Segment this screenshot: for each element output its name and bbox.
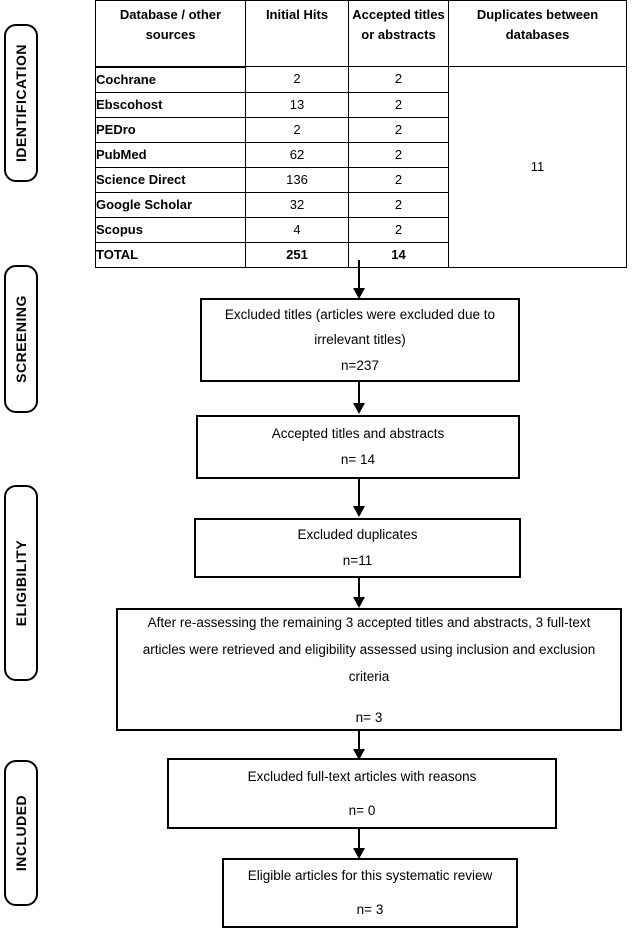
table-row: Cochrane 2 2 11 bbox=[95, 66, 627, 268]
column-header-initial-hits: Initial Hits bbox=[245, 0, 349, 67]
table-header-row: Database / other sources Initial Hits Ac… bbox=[95, 0, 627, 68]
stage-badge-eligibility: ELIGIBILITY bbox=[4, 485, 38, 681]
cell-source: PEDro bbox=[95, 116, 246, 143]
box-excluded-duplicates-text: Excluded duplicates bbox=[297, 527, 418, 543]
connector-accepted-to-excluded-duplicates bbox=[358, 479, 360, 508]
box-excluded-fulltext: Excluded full-text articles with reasons… bbox=[167, 758, 557, 829]
box-excluded-duplicates-count: n=11 bbox=[342, 553, 373, 568]
table-row: Ebscohost 13 2 bbox=[95, 91, 627, 118]
arrowhead-reassessment-to-excluded-fulltext bbox=[353, 749, 365, 760]
cell-accepted: 2 bbox=[348, 66, 449, 93]
box-accepted-titles-abstracts-text: Accepted titles and abstracts bbox=[271, 426, 445, 442]
source-database-table: Database / other sources Initial Hits Ac… bbox=[95, 0, 627, 268]
box-reassessment-text: After re-assessing the remaining 3 accep… bbox=[142, 614, 596, 684]
box-reassessment-count: n= 3 bbox=[355, 709, 383, 725]
cell-initial-hits: 32 bbox=[245, 191, 349, 218]
cell-source: Google Scholar bbox=[95, 191, 246, 218]
cell-duplicates-between-databases: 11 bbox=[448, 66, 627, 268]
stage-badge-screening: SCREENING bbox=[4, 265, 38, 413]
stage-badge-screening-label: SCREENING bbox=[13, 295, 29, 383]
stage-badge-included: INCLUDED bbox=[4, 760, 38, 906]
cell-initial-hits: 62 bbox=[245, 141, 349, 168]
cell-source: PubMed bbox=[95, 141, 246, 168]
connector-reassessment-to-excluded-fulltext bbox=[358, 731, 360, 752]
column-header-accepted: Accepted titles or abstracts bbox=[348, 0, 449, 67]
box-excluded-titles-count: n=237 bbox=[341, 357, 379, 373]
stage-badge-eligibility-label: ELIGIBILITY bbox=[13, 539, 29, 627]
cell-total-accepted: 14 bbox=[348, 241, 449, 268]
connector-table-to-excluded-titles bbox=[358, 260, 360, 292]
stage-badge-identification-label: IDENTIFICATION bbox=[13, 44, 29, 162]
stage-badge-identification: IDENTIFICATION bbox=[4, 24, 38, 182]
cell-accepted: 2 bbox=[348, 216, 449, 243]
box-excluded-titles: Excluded titles (articles were excluded … bbox=[200, 298, 520, 382]
box-eligible-articles-count: n= 3 bbox=[356, 902, 384, 917]
cell-accepted: 2 bbox=[348, 116, 449, 143]
box-excluded-duplicates: Excluded duplicates n=11 bbox=[194, 518, 521, 578]
cell-accepted: 2 bbox=[348, 141, 449, 168]
cell-accepted: 2 bbox=[348, 91, 449, 118]
arrowhead-excluded-titles-to-accepted bbox=[353, 403, 365, 414]
table-row: Google Scholar 32 2 bbox=[95, 191, 627, 218]
cell-initial-hits: 2 bbox=[245, 66, 349, 93]
box-eligible-articles: Eligible articles for this systematic re… bbox=[222, 858, 518, 928]
cell-source: Cochrane bbox=[95, 66, 246, 93]
arrowhead-table-to-excluded-titles bbox=[353, 288, 365, 299]
cell-initial-hits: 2 bbox=[245, 116, 349, 143]
box-accepted-titles-abstracts-count: n= 14 bbox=[340, 452, 376, 467]
box-excluded-titles-text: Excluded titles (articles were excluded … bbox=[224, 306, 496, 348]
cell-accepted: 2 bbox=[348, 166, 449, 193]
arrowhead-duplicates-to-reassessment bbox=[353, 597, 365, 608]
connector-excluded-titles-to-accepted bbox=[358, 382, 360, 405]
cell-total-label: TOTAL bbox=[95, 241, 246, 268]
cell-initial-hits: 13 bbox=[245, 91, 349, 118]
stage-badge-included-label: INCLUDED bbox=[13, 794, 29, 872]
cell-source: Scopus bbox=[95, 216, 246, 243]
column-header-duplicates: Duplicates between databases bbox=[448, 0, 627, 67]
cell-source: Science Direct bbox=[95, 166, 246, 193]
table-total-row: TOTAL 251 14 bbox=[95, 241, 627, 268]
box-accepted-titles-abstracts: Accepted titles and abstracts n= 14 bbox=[196, 415, 520, 479]
cell-initial-hits: 4 bbox=[245, 216, 349, 243]
table-row: Scopus 4 2 bbox=[95, 216, 627, 243]
cell-total-initial-hits: 251 bbox=[245, 241, 349, 268]
cell-initial-hits: 136 bbox=[245, 166, 349, 193]
box-excluded-fulltext-count: n= 0 bbox=[348, 802, 376, 818]
connector-duplicates-to-reassessment bbox=[358, 578, 360, 600]
cell-accepted: 2 bbox=[348, 191, 449, 218]
cell-source: Ebscohost bbox=[95, 91, 246, 118]
connector-excluded-fulltext-to-eligible bbox=[358, 829, 360, 851]
box-reassessment: After re-assessing the remaining 3 accep… bbox=[116, 608, 622, 731]
box-excluded-fulltext-text: Excluded full-text articles with reasons bbox=[247, 768, 477, 784]
arrowhead-accepted-to-excluded-duplicates bbox=[353, 506, 365, 517]
box-eligible-articles-text: Eligible articles for this systematic re… bbox=[247, 868, 493, 884]
column-header-database: Database / other sources bbox=[95, 0, 246, 68]
arrowhead-excluded-fulltext-to-eligible bbox=[353, 848, 365, 859]
